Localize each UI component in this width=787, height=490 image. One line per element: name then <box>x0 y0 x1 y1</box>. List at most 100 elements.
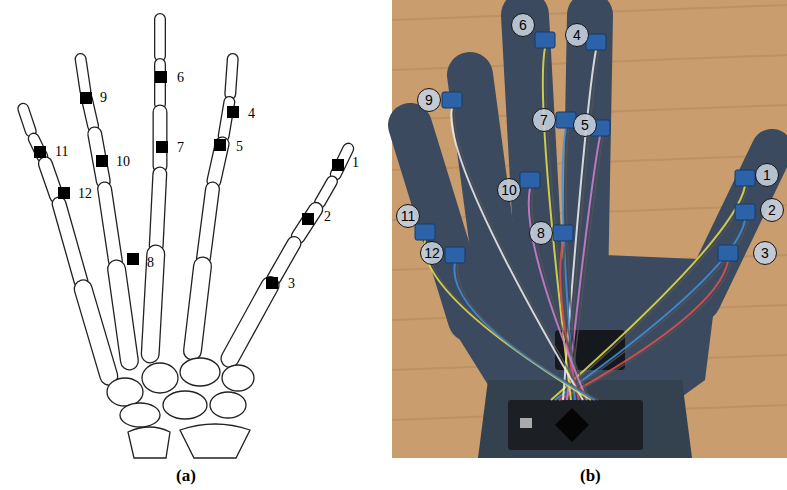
sensor-marker <box>127 253 139 265</box>
callout-number: 11 <box>55 145 68 159</box>
sensor-board <box>553 225 573 241</box>
bone-outline <box>320 181 332 202</box>
bone-outline <box>153 112 168 166</box>
bone-outline <box>230 286 270 359</box>
bone <box>274 243 294 278</box>
sensor-marker <box>266 277 278 289</box>
bone <box>154 112 166 166</box>
bone-outline <box>117 269 130 361</box>
sensor-wire <box>454 108 586 400</box>
callout-number: 5 <box>581 118 589 132</box>
callout-number: 12 <box>78 187 92 201</box>
bone-outline <box>81 59 86 91</box>
bone-outline <box>105 189 116 261</box>
bone-outline <box>59 204 81 281</box>
sensor-board <box>535 32 555 48</box>
sensor-marker <box>156 141 168 153</box>
sensor-wire <box>457 263 598 400</box>
bone-outline <box>192 266 202 351</box>
bone <box>230 286 270 359</box>
bone <box>320 181 332 202</box>
bone <box>81 59 86 91</box>
panel-caption: (a) <box>176 467 196 484</box>
sensor-board <box>735 204 755 220</box>
sensor-board <box>520 172 540 188</box>
sensor-wire <box>428 240 594 400</box>
callout-number: 10 <box>116 155 130 169</box>
sensor-marker <box>80 92 92 104</box>
usb-port <box>520 418 532 428</box>
sensor-marker <box>155 71 167 83</box>
bone <box>230 59 232 94</box>
bone <box>156 174 160 246</box>
callout-number: 8 <box>537 226 545 240</box>
callout-number: 4 <box>248 107 255 121</box>
sensor-wire <box>546 48 574 400</box>
callout-circle: 6 <box>511 13 535 37</box>
sensor-board <box>415 224 435 240</box>
bone <box>45 164 56 196</box>
bone <box>298 209 316 236</box>
ulna <box>128 427 170 458</box>
callout-number: 11 <box>401 209 416 223</box>
sensor-marker <box>302 213 314 225</box>
carpal-bone <box>107 378 143 406</box>
callout-circle: 5 <box>573 113 597 137</box>
callout-circle: 7 <box>532 108 556 132</box>
callout-circle: 2 <box>760 198 784 222</box>
sensor-board <box>586 34 606 50</box>
bone-outline <box>154 64 166 104</box>
callout-circle: 8 <box>529 221 553 245</box>
callout-number: 2 <box>324 210 331 224</box>
sensor-wire <box>454 263 595 400</box>
carpal-bone <box>142 363 178 393</box>
sensor-marker <box>332 159 344 171</box>
glove-cuff <box>478 380 692 458</box>
callout-number: 6 <box>519 18 527 32</box>
sensor-marker <box>96 155 108 167</box>
callout-number: 1 <box>763 168 771 182</box>
sensor-wire <box>566 128 578 400</box>
callout-circle: 3 <box>753 241 777 265</box>
sensor-marker <box>34 146 46 158</box>
carpal-bone <box>180 358 220 386</box>
bone <box>23 109 30 131</box>
callout-circle: 11 <box>396 204 420 228</box>
callout-number: 8 <box>147 256 154 270</box>
callout-number: 7 <box>177 141 184 155</box>
callout-circle: 10 <box>497 178 521 202</box>
callout-number: 2 <box>768 203 776 217</box>
bone-outline <box>154 19 166 56</box>
wood-background <box>392 0 787 458</box>
callout-number: 1 <box>352 156 359 170</box>
bone-outline <box>23 109 30 131</box>
bone-outline <box>298 209 316 236</box>
bone-outline <box>83 289 109 376</box>
chip <box>555 408 589 442</box>
callout-number: 3 <box>288 277 295 291</box>
bone <box>117 269 130 361</box>
bone-outline <box>274 243 294 278</box>
callout-circle: 1 <box>755 163 779 187</box>
carpal-bone <box>163 391 207 419</box>
sensor-wire <box>451 108 583 400</box>
radius <box>180 424 250 458</box>
callout-number: 10 <box>501 183 517 197</box>
sensor-marker <box>58 187 70 199</box>
bone <box>83 289 109 376</box>
callout-number: 4 <box>573 28 581 42</box>
bone <box>192 266 202 351</box>
carpal-bone <box>120 403 160 427</box>
sensor-wire <box>529 188 587 400</box>
sensor-board <box>442 92 462 108</box>
callout-circle: 12 <box>420 241 444 265</box>
carpal-bone <box>222 365 254 391</box>
bone-outline <box>204 189 213 258</box>
bone <box>59 204 81 281</box>
sensor-wire <box>562 261 731 400</box>
callout-number: 5 <box>236 140 243 154</box>
bone <box>155 64 164 104</box>
callout-circle: 9 <box>417 88 441 112</box>
